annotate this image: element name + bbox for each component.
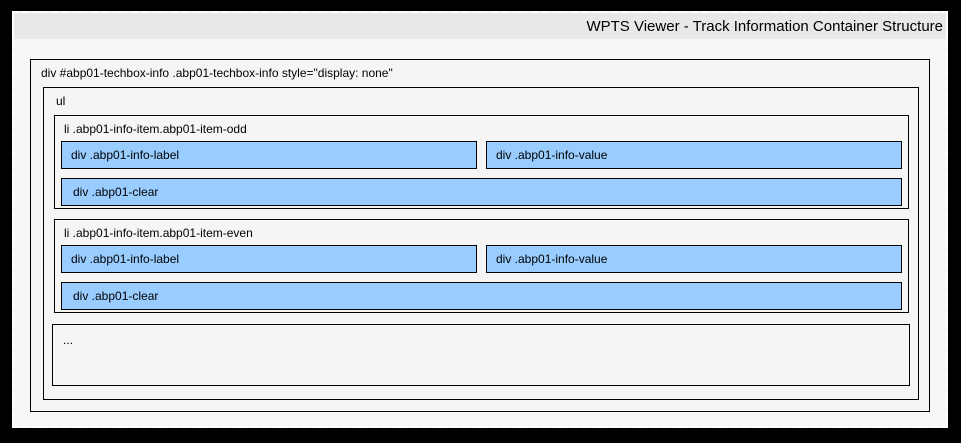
page-title: WPTS Viewer - Track Information Containe… <box>586 17 943 35</box>
diagram-page: WPTS Viewer - Track Information Containe… <box>12 11 948 428</box>
info-value-node-even: div .abp01-info-value <box>486 245 902 273</box>
li-item-odd-box: li .abp01-info-item.abp01-item-odd div .… <box>54 115 909 209</box>
li-item-even-box: li .abp01-info-item.abp01-item-even div … <box>54 219 909 313</box>
more-items-label: ... <box>63 333 74 347</box>
li-item-odd-label: li .abp01-info-item.abp01-item-odd <box>64 122 247 136</box>
title-bar: WPTS Viewer - Track Information Containe… <box>14 13 946 39</box>
info-label-node-even: div .abp01-info-label <box>61 245 477 273</box>
ul-box: ul li .abp01-info-item.abp01-item-odd di… <box>43 87 919 400</box>
clear-node-even: div .abp01-clear <box>61 282 902 310</box>
ul-label: ul <box>56 94 66 108</box>
techbox-container-label: div #abp01-techbox-info .abp01-techbox-i… <box>41 66 393 80</box>
info-value-node-odd: div .abp01-info-value <box>486 141 902 169</box>
more-items-box: ... <box>52 324 910 386</box>
techbox-container-box: div #abp01-techbox-info .abp01-techbox-i… <box>30 59 930 412</box>
clear-node-odd: div .abp01-clear <box>61 178 902 206</box>
li-item-even-label: li .abp01-info-item.abp01-item-even <box>64 226 253 240</box>
info-label-node-odd: div .abp01-info-label <box>61 141 477 169</box>
